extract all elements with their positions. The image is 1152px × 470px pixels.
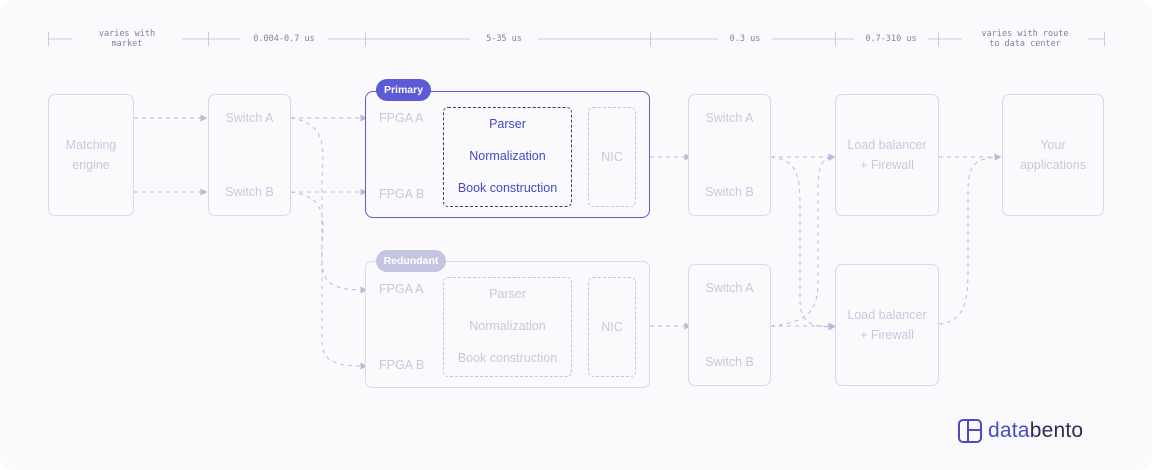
output-switch-top-box: Switch A Switch B	[688, 94, 771, 216]
redundant-server-box: FPGA A FPGA B Parser Normalization Book …	[365, 261, 650, 388]
latency-tick	[48, 32, 49, 46]
input-switch-a-label: Switch A	[225, 111, 274, 125]
wire-sw-top-lb-bottom	[770, 156, 836, 331]
primary-parser-label: Parser	[489, 117, 526, 131]
databento-wordmark: databento	[988, 419, 1084, 442]
primary-fpga-pipeline: Parser Normalization Book construction	[443, 107, 572, 207]
primary-fpga-a-label: FPGA A	[379, 111, 424, 125]
latency-label-switch-out: 0.3 us	[718, 34, 772, 44]
load-balancer-top-label: Load balancer + Firewall	[847, 138, 927, 172]
primary-fpga-b-label: FPGA B	[379, 187, 425, 201]
primary-nic-label: NIC	[601, 150, 623, 164]
load-balancer-bottom-label: Load balancer + Firewall	[847, 308, 927, 342]
applications-box: Your applications	[1002, 94, 1104, 216]
load-balancer-bottom-box: Load balancer + Firewall	[835, 264, 939, 386]
wire-lb-bottom-apps	[938, 153, 1002, 325]
latency-tick	[650, 32, 651, 46]
latency-label-fpga: 5-35 us	[470, 34, 538, 44]
primary-normalization-label: Normalization	[469, 149, 546, 163]
output-switch-top-b-label: Switch B	[705, 185, 754, 199]
latency-tick	[938, 32, 939, 46]
wire-sw-bottom-lb-top	[770, 153, 836, 327]
latency-tick	[835, 32, 836, 46]
latency-tick	[1104, 32, 1105, 46]
latency-label-market: varies with market	[72, 29, 182, 49]
load-balancer-top-box: Load balancer + Firewall	[835, 94, 939, 216]
latency-label-lb: 0.7-310 us	[854, 34, 928, 44]
output-switch-bottom-box: Switch A Switch B	[688, 264, 771, 386]
matching-engine-box: Matching engine	[48, 94, 134, 216]
wire-swb-redundant-fpga-b	[290, 191, 368, 370]
redundant-nic-label: NIC	[601, 320, 623, 334]
redundant-fpga-a-label: FPGA A	[379, 282, 424, 296]
primary-server-box: FPGA A FPGA B Parser Normalization Book …	[365, 91, 650, 218]
output-switch-bottom-a-label: Switch A	[705, 281, 754, 295]
databento-logo-icon	[958, 419, 982, 443]
output-switch-bottom-b-label: Switch B	[705, 355, 754, 369]
primary-book-construction-label: Book construction	[457, 181, 558, 195]
redundant-parser-label: Parser	[489, 287, 526, 301]
applications-label: Your applications	[1019, 138, 1086, 172]
primary-badge: Primary	[376, 79, 431, 101]
redundant-book-construction-label: Book construction	[457, 351, 558, 365]
input-switch-b-label: Switch B	[225, 185, 274, 199]
redundant-fpga-b-label: FPGA B	[379, 358, 425, 372]
latency-label-switch: 0.004-0.7 us	[240, 34, 328, 44]
redundant-badge: Redundant	[376, 250, 446, 272]
latency-tick	[208, 32, 209, 46]
primary-nic-box: NIC	[588, 107, 636, 207]
latency-label-route: varies with route to data center	[962, 29, 1088, 49]
matching-engine-label: Matching engine	[65, 138, 117, 172]
latency-tick	[365, 32, 366, 46]
redundant-normalization-label: Normalization	[469, 319, 546, 333]
output-switch-top-a-label: Switch A	[705, 111, 754, 125]
wire-swa-redundant-fpga-a	[290, 117, 368, 294]
redundant-nic-box: NIC	[588, 277, 636, 377]
input-switch-box: Switch A Switch B	[208, 94, 291, 216]
databento-logo: databento	[958, 417, 1083, 445]
redundant-fpga-pipeline: Parser Normalization Book construction	[443, 277, 572, 377]
